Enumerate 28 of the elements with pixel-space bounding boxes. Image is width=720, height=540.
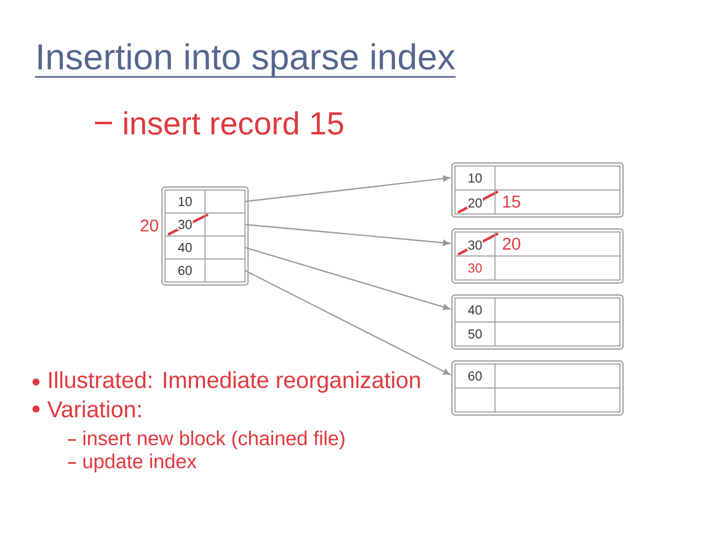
new-value: 20 xyxy=(140,219,158,232)
index-entry: 60 xyxy=(164,258,246,282)
bullet-text: insert new block (chained file) xyxy=(84,430,344,450)
index-block xyxy=(161,186,249,286)
subheading: insert record 15 xyxy=(124,111,344,135)
data-block xyxy=(451,360,624,416)
index-entry: 10 xyxy=(164,190,246,214)
bullet-text: Illustrated: Immediate reorganization xyxy=(49,371,420,393)
index-entry: 40 xyxy=(164,236,246,260)
arrow xyxy=(244,246,450,310)
record-row: 50 xyxy=(454,322,620,346)
data-block xyxy=(451,294,624,350)
index-entry: 30 xyxy=(164,212,246,236)
record-row: 10 xyxy=(454,166,620,190)
record-row xyxy=(454,388,620,412)
record-row: 20 15 xyxy=(454,190,620,214)
record-row: 40 xyxy=(454,298,620,322)
record-row: 60 xyxy=(454,364,620,388)
arrow xyxy=(244,224,450,246)
arrow xyxy=(244,270,450,376)
slide-title: Insertion into sparse index xyxy=(35,43,456,78)
data-block xyxy=(451,228,624,284)
arrow xyxy=(244,176,450,202)
record-row: 30 xyxy=(454,256,620,280)
bullet-text: update index xyxy=(84,454,196,472)
record-row: 30 20 xyxy=(454,232,620,256)
data-block xyxy=(451,162,624,218)
bullet-text: Variation: xyxy=(47,400,141,418)
